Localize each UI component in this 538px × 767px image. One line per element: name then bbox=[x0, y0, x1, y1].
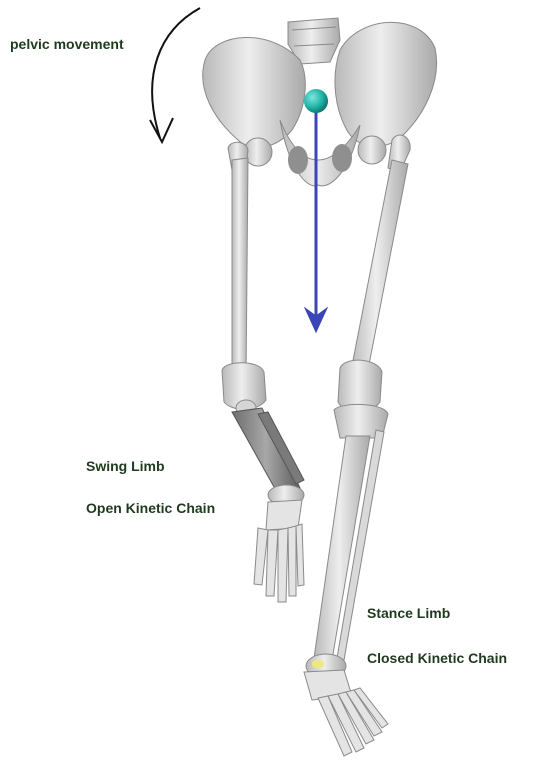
pelvic-movement-label: pelvic movement bbox=[10, 36, 124, 52]
stance-limb-label: Stance Limb bbox=[367, 605, 450, 621]
swing-foot bbox=[254, 500, 304, 602]
closed-kinetic-chain-label: Closed Kinetic Chain bbox=[367, 650, 507, 666]
pelvic-rotation-arrow bbox=[150, 8, 200, 142]
center-of-mass-marker bbox=[304, 89, 328, 113]
open-kinetic-chain-label: Open Kinetic Chain bbox=[86, 500, 215, 516]
swing-limb-label: Swing Limb bbox=[86, 458, 165, 474]
line-of-gravity-arrow bbox=[305, 108, 327, 332]
swing-limb-bones bbox=[222, 138, 304, 602]
stance-foot bbox=[304, 670, 388, 756]
